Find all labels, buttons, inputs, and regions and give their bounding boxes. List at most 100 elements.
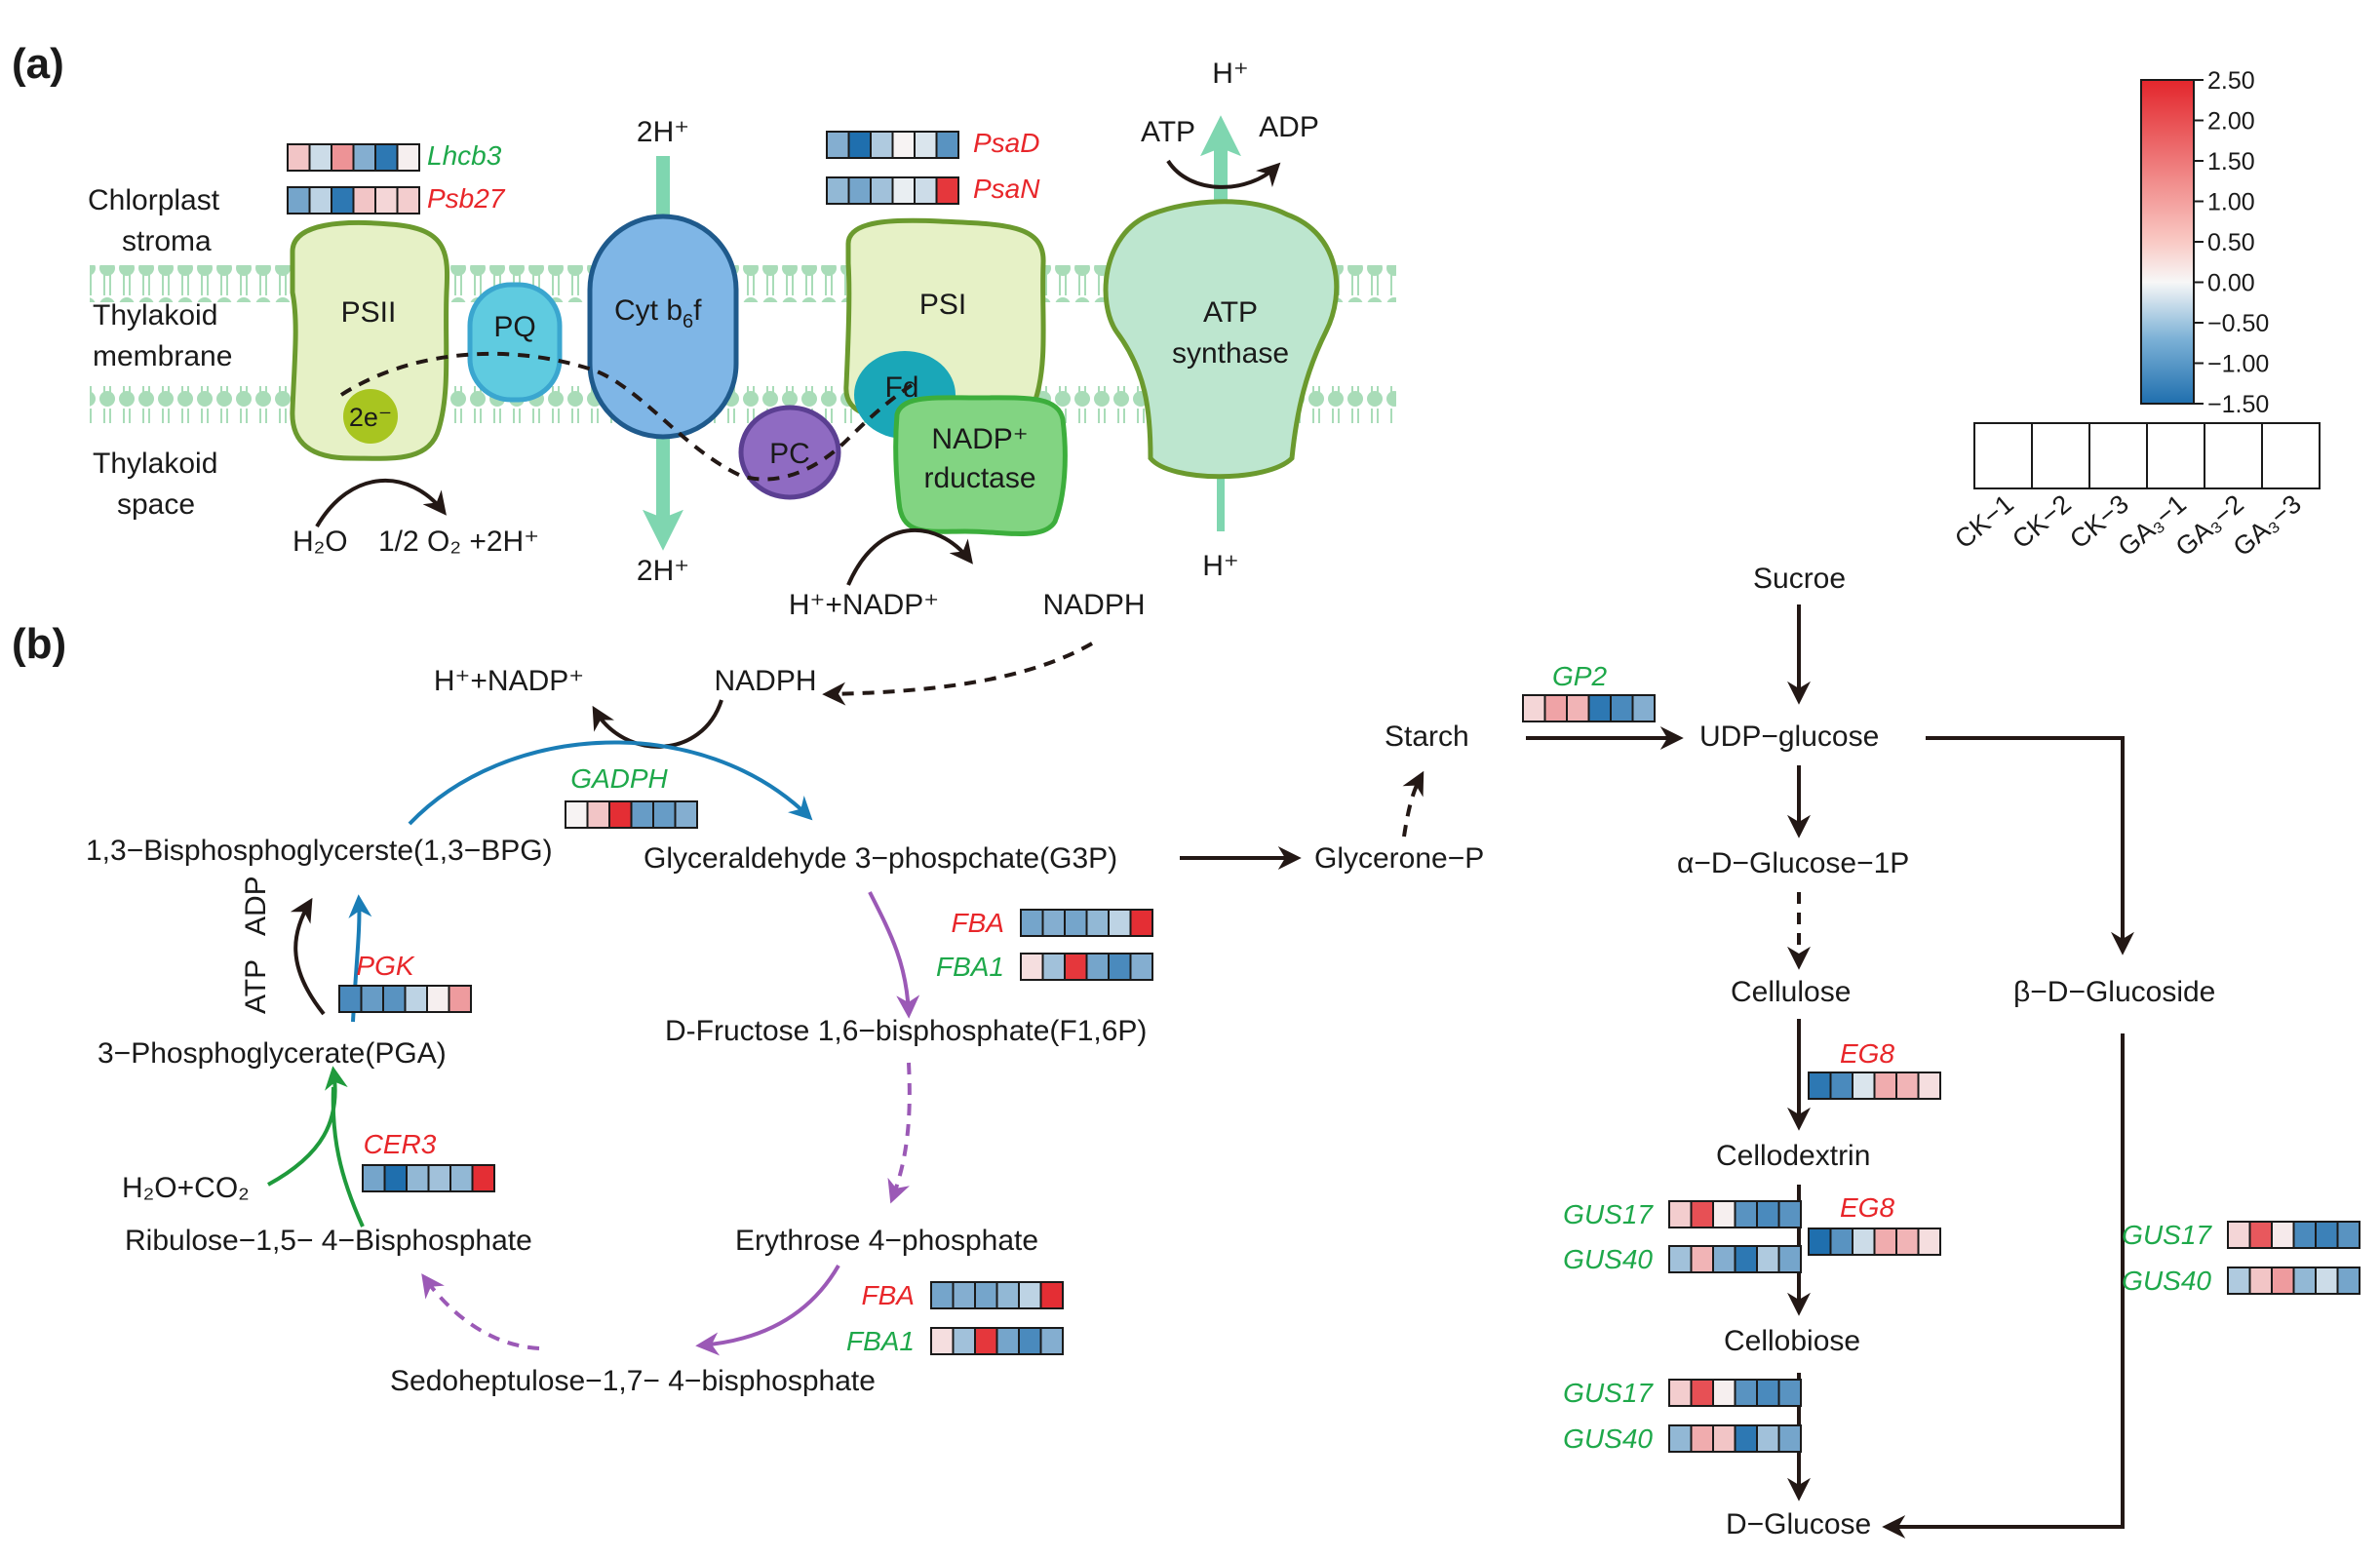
- legend-sample-label: CK−1: [1949, 489, 2019, 555]
- heatmap-cell: [1690, 1245, 1714, 1273]
- heatmap-cell: [1852, 1228, 1876, 1256]
- heatmap-cell: [1018, 1281, 1042, 1309]
- water-label: H₂O: [293, 526, 348, 558]
- legend-sample-box: [2261, 422, 2321, 489]
- sugar-pathway: Starch Sucroe UDP−glucose α−D−Glucose−1P…: [1385, 563, 2215, 1540]
- heatmap-cell: [2227, 1267, 2251, 1295]
- color-legend: 2.502.001.501.000.500.00−0.50−1.00−1.50 …: [1949, 67, 2321, 563]
- heatmap-cell: [952, 1327, 976, 1355]
- heatmap-cell: [630, 800, 654, 829]
- nadph-b: NADPH: [714, 665, 816, 697]
- calvin-arrows: [267, 642, 1424, 1356]
- colorbar: [2140, 79, 2195, 405]
- heatmap-cell: [2248, 1221, 2273, 1249]
- heatmap-cell: [1734, 1245, 1758, 1273]
- heatmap-cell: [1064, 909, 1088, 937]
- heatmap-cell: [2315, 1267, 2339, 1295]
- gene-label: EG8: [1840, 1192, 1894, 1223]
- psii-label: PSII: [341, 296, 397, 329]
- space-label-2: space: [117, 488, 195, 521]
- gene-gp2-heatmap: GP2: [1522, 661, 1656, 722]
- gene-psan-heatmap: PsaN: [826, 174, 1040, 205]
- electron-transport-path: [339, 351, 914, 482]
- heatmap-cell: [471, 1164, 495, 1192]
- gene-gadph-heatmap: GADPH: [565, 763, 698, 829]
- heatmap-cell: [383, 1164, 408, 1192]
- heatmap-cell: [1777, 1245, 1802, 1273]
- gene-label: FBA1: [936, 952, 1004, 982]
- heatmap-cell: [1734, 1379, 1758, 1407]
- nadph-out-label: NADPH: [1042, 589, 1145, 621]
- atp-label: ATP: [1141, 116, 1195, 148]
- heatmap-cell: [1543, 694, 1568, 722]
- heatmap-cell: [1690, 1424, 1714, 1453]
- g3p-node: Glyceraldehyde 3−phospchate(G3P): [644, 842, 1117, 875]
- heatmap-cell: [1808, 1228, 1832, 1256]
- heatmap-cell: [396, 186, 420, 214]
- stroma-label-1: Chlorplast: [88, 184, 220, 216]
- heatmap-cell: [565, 800, 589, 829]
- heatmap-cell: [287, 143, 311, 172]
- gene-eg8_1-heatmap: EG8: [1808, 1038, 1941, 1100]
- heatmap-cell: [914, 176, 938, 205]
- glucoside-node: β−D−Glucoside: [2013, 976, 2215, 1008]
- heatmap-cell: [608, 800, 633, 829]
- heatmap-cell: [1917, 1228, 1941, 1256]
- atp-synthase-complex: ATP synthase H⁺ H⁺ ATP ADP: [1103, 58, 1340, 582]
- heatmap-cell: [374, 186, 399, 214]
- udp-glucose-node: UDP−glucose: [1699, 721, 1879, 753]
- gene-label: Lhcb3: [427, 140, 502, 171]
- gene-label: GUS17: [1563, 1378, 1654, 1408]
- heatmap-cell: [1712, 1424, 1736, 1453]
- glucose-1p-node: α−D−Glucose−1P: [1677, 847, 1909, 879]
- pq-complex: PQ: [467, 282, 563, 403]
- pga-node: 3−Phosphoglycerate(PGA): [98, 1037, 447, 1070]
- heatmap-cell: [1873, 1228, 1897, 1256]
- heatmap-cell: [374, 143, 399, 172]
- gene-gus40_2-heatmap: GUS40: [2122, 1266, 2360, 1296]
- gene-fba1_2-heatmap: FBA1: [846, 1326, 1064, 1356]
- heatmap-cell: [935, 176, 959, 205]
- rubp-node: Ribulose−1,5− 4−Bisphosphate: [125, 1225, 532, 1257]
- heatmap-cell: [2292, 1221, 2317, 1249]
- heatmap-cell: [1690, 1379, 1714, 1407]
- pq-label: PQ: [493, 311, 535, 343]
- cellobiose-node: Cellobiose: [1724, 1325, 1860, 1357]
- heatmap-cell: [1895, 1072, 1920, 1100]
- heatmap-cell: [360, 985, 384, 1013]
- heatmap-cell: [352, 186, 376, 214]
- membrane-label-1: Thylakoid: [93, 299, 217, 331]
- cyt-b6f-complex: Cyt b6f 2H⁺ 2H⁺: [587, 116, 739, 587]
- e4p-node: Erythrose 4−phosphate: [735, 1225, 1038, 1257]
- legend-sample-box: [2088, 422, 2148, 489]
- heatmap-cell: [974, 1281, 998, 1309]
- heatmap-cell: [974, 1327, 998, 1355]
- gene-label: GP2: [1552, 661, 1607, 691]
- adp-label: ADP: [1259, 111, 1319, 143]
- heatmap-cell: [1631, 694, 1656, 722]
- gene-label: EG8: [1840, 1038, 1894, 1069]
- gene-label: PGK: [356, 951, 414, 981]
- h2o-co2-node: H₂O+CO₂: [122, 1172, 250, 1204]
- heatmap-cell: [1587, 694, 1612, 722]
- heatmap-cell: [2336, 1221, 2360, 1249]
- nadp-reductase-complex: NADP⁺ rductase: [893, 395, 1068, 536]
- heatmap-cell: [930, 1281, 955, 1309]
- pc-complex: PC: [738, 405, 841, 500]
- adp-b: ADP: [240, 876, 272, 936]
- heatmap-cell: [1018, 1327, 1042, 1355]
- heatmap-cell: [1668, 1379, 1693, 1407]
- legend-sample-box: [1973, 422, 2033, 489]
- heatmap-cell: [891, 131, 916, 159]
- heatmap-cell: [2292, 1267, 2317, 1295]
- heatmap-cell: [935, 131, 959, 159]
- electron-label: 2e⁻: [349, 403, 392, 432]
- atp-bottom-proton: H⁺: [1202, 550, 1239, 582]
- cellulose-node: Cellulose: [1731, 976, 1851, 1008]
- d-glucose-node: D−Glucose: [1726, 1508, 1871, 1540]
- heatmap-cell: [2315, 1221, 2339, 1249]
- heatmap-cell: [449, 1164, 474, 1192]
- colorbar-ticks: 2.502.001.501.000.500.00−0.50−1.00−1.50: [2194, 67, 2269, 418]
